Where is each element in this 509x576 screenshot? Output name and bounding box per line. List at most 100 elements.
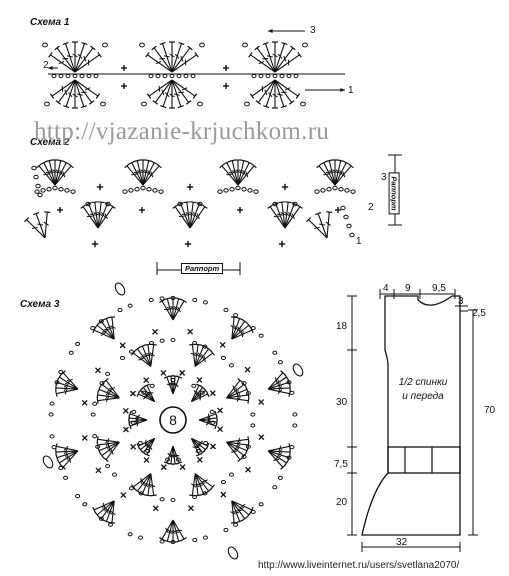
stitch-stem [147, 344, 152, 367]
chain-stitch [228, 472, 234, 477]
chain-stitch [128, 349, 134, 354]
stitch-stem [56, 388, 79, 395]
stitch-cross [174, 53, 180, 59]
stitch-stem [129, 413, 148, 421]
chain-stitch [35, 183, 41, 189]
chain-stitch [112, 472, 118, 477]
stitch-cross [66, 379, 73, 382]
stitch-stem [57, 79, 76, 103]
stitch-cross [258, 60, 265, 65]
stitch-top [95, 93, 101, 99]
stitch-stem [226, 383, 245, 399]
treble-stitch-symbol [315, 211, 328, 239]
treble-stitch-symbol [142, 159, 152, 186]
stitch-cross [64, 388, 68, 395]
treble-stitch-symbol [267, 450, 289, 466]
stitch-cross [238, 507, 245, 510]
stitch-stem [190, 385, 200, 402]
treble-stitch-symbol [272, 41, 278, 72]
stitch-stem [166, 519, 174, 542]
sc-cross-bar [245, 466, 252, 473]
treble-stitch-symbol [284, 201, 292, 229]
treble-stitch-symbol [139, 473, 152, 496]
treble-stitch-symbol [171, 45, 193, 73]
sc-cross-bar [122, 407, 129, 414]
chain-stitch [250, 509, 256, 514]
stitch-cross [278, 385, 282, 392]
stitch-cross [72, 53, 78, 58]
treble-stitch-symbol [326, 159, 336, 186]
stitch-stem [97, 394, 120, 399]
stitch-cross [235, 169, 241, 174]
stitch-stem [186, 202, 191, 229]
stitch-cross [272, 53, 278, 58]
scheme1-row-2: 2 [43, 60, 49, 71]
stitch-stem [74, 43, 85, 73]
arrowhead [268, 29, 273, 33]
stitch-stem [171, 79, 182, 107]
stitch-cross [170, 530, 176, 535]
stitch-top [63, 160, 70, 165]
treble-stitch-symbol [274, 51, 302, 73]
scheme3-motif: 8 [42, 282, 304, 560]
chain-stitch [49, 434, 55, 439]
stitch-top [144, 383, 150, 388]
chain-stitch [98, 319, 104, 324]
treble-stitch-symbol [267, 370, 286, 390]
stitch-stem [267, 376, 287, 390]
stitch-cross [190, 352, 197, 357]
stitch-top [55, 390, 58, 397]
chain-stitch [127, 303, 133, 308]
chain-stitch [54, 380, 60, 385]
chain-stitch [210, 420, 216, 425]
stitch-cross [164, 92, 170, 98]
stitch-cross [105, 391, 111, 396]
stitch-cross [273, 458, 280, 461]
sc-cross-symbol [160, 370, 167, 376]
sc-cross-bar [258, 399, 265, 406]
stitch-cross [191, 483, 197, 488]
stitch-top [326, 159, 333, 162]
stitch-cross [174, 382, 179, 388]
stitch-stem [257, 79, 276, 103]
stitch-top [172, 204, 178, 209]
stitch-stem [74, 79, 93, 103]
chain-stitch [209, 409, 215, 414]
stitch-cross [131, 173, 138, 176]
sc-cross-bar [219, 341, 226, 348]
chain-stitch [49, 401, 55, 406]
treble-stitch-symbol [128, 410, 148, 421]
sc-cross-symbol [179, 369, 186, 376]
scheme3-title: Схема 3 [20, 299, 60, 310]
stitch-cross [277, 389, 283, 395]
treble-stitch-symbol [171, 51, 199, 73]
stitch-stem [171, 54, 197, 73]
treble-stitch-symbol [194, 473, 215, 490]
stitch-stem [93, 329, 115, 340]
stitch-cross [101, 330, 108, 333]
single-crochet-symbol [184, 240, 192, 248]
chain-stitch [90, 412, 96, 417]
stitch-stem [308, 219, 328, 239]
stitch-cross [83, 55, 87, 62]
stitch-top [202, 204, 208, 209]
stitch-top [128, 410, 132, 417]
treble-stitch-symbol [231, 500, 243, 524]
stitch-top [185, 100, 192, 105]
stitch-cross [277, 53, 283, 59]
chain-stitch [217, 189, 223, 194]
stitch-stem [226, 380, 241, 399]
stitch-top [63, 105, 70, 109]
stitch-cross [62, 171, 66, 178]
treble-stitch-symbol [164, 519, 174, 543]
treble-stitch-symbol [139, 344, 152, 367]
stitch-top [150, 494, 157, 497]
stitch-cross [201, 479, 208, 483]
stitch-top [288, 100, 295, 105]
treble-stitch-symbol [142, 163, 162, 186]
stitch-top [348, 163, 354, 169]
stitch-stem [133, 352, 152, 367]
chain-stitch [122, 189, 128, 194]
stitch-stem [226, 394, 249, 399]
treble-stitch-symbol [230, 316, 238, 340]
